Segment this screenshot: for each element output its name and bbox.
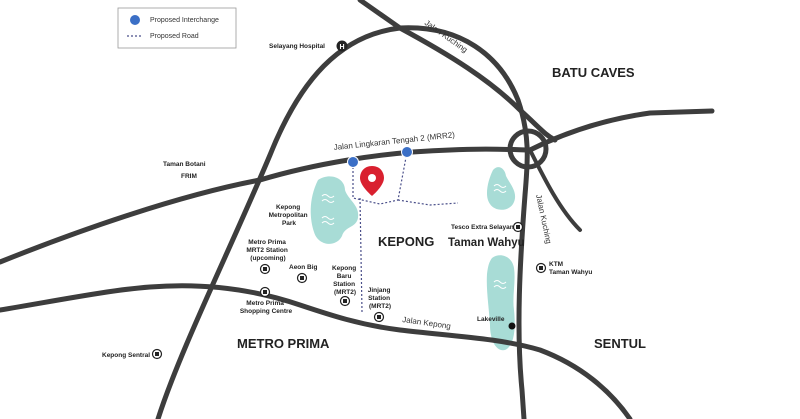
shopping-icon bbox=[512, 221, 524, 233]
train-station-icon bbox=[151, 348, 163, 360]
svg-text:H: H bbox=[339, 44, 344, 51]
kepong-park-label: Kepong Metropolitan Park bbox=[269, 204, 310, 227]
area-batu-caves: BATU CAVES bbox=[552, 65, 635, 80]
legend-interchange-label: Proposed Interchange bbox=[150, 17, 219, 24]
area-taman-botani: Taman Botani bbox=[163, 161, 206, 168]
train-station-icon bbox=[535, 262, 547, 274]
lakeville-lake bbox=[486, 255, 515, 351]
lakes bbox=[310, 167, 516, 351]
area-metro-prima: METRO PRIMA bbox=[237, 336, 330, 351]
legend-box bbox=[117, 7, 237, 49]
train-station-icon bbox=[373, 311, 385, 323]
kepong-park-lake bbox=[310, 176, 359, 244]
proposed-road-south bbox=[359, 197, 363, 313]
outer-ring-road bbox=[155, 25, 530, 419]
area-taman-wahyu: Taman Wahyu bbox=[448, 237, 525, 249]
shopping-icon bbox=[296, 272, 308, 284]
shopping-icon bbox=[259, 286, 271, 298]
selayang-lake bbox=[486, 167, 516, 210]
train-station-icon bbox=[339, 295, 351, 307]
proposed-road-main bbox=[352, 151, 408, 205]
legend-road-label: Proposed Road bbox=[150, 33, 199, 40]
train-station-icon bbox=[259, 263, 271, 275]
roads bbox=[0, 0, 715, 419]
proposed-road-east bbox=[397, 199, 459, 206]
tesco-label: Tesco Extra Selayang bbox=[451, 224, 518, 231]
metro-prima-sc-label: Metro Prima Shopping Centre bbox=[240, 300, 293, 315]
interchange-east bbox=[401, 146, 413, 158]
area-kepong: KEPONG bbox=[378, 234, 434, 249]
lower-road bbox=[0, 283, 633, 419]
kepong-baru-label: Kepong Baru Station (MRT2) bbox=[332, 265, 358, 296]
legend: Proposed Interchange Proposed Road bbox=[117, 7, 237, 49]
location-pin-icon bbox=[360, 166, 384, 196]
jalan-kuching-diagonal bbox=[357, 0, 558, 143]
lakeville-dot bbox=[508, 322, 516, 330]
sentul-road bbox=[528, 148, 582, 232]
jinjang-label: Jinjang Station (MRT2) bbox=[368, 287, 393, 310]
area-frim: FRIM bbox=[181, 173, 197, 180]
road-label-jalan-kuching-side: Jalan Kuching bbox=[534, 194, 553, 245]
legend-interchange-icon bbox=[130, 15, 140, 25]
interchange-west bbox=[347, 156, 359, 168]
proposed-roads bbox=[352, 151, 459, 313]
selayang-hospital-label: Selayang Hospital bbox=[269, 43, 325, 50]
ktm-label: KTM Taman Wahyu bbox=[549, 261, 592, 276]
kepong-sentral-label: Kepong Sentral bbox=[102, 352, 150, 359]
metro-prima-mrt2-label: Metro Prima MRT2 Station (upcoming) bbox=[246, 239, 289, 262]
hospital-h-icon: H bbox=[336, 40, 348, 52]
roundabout bbox=[507, 128, 549, 170]
area-sentul: SENTUL bbox=[594, 336, 646, 351]
mrr2-road bbox=[0, 108, 715, 265]
area-lakeville: Lakeville bbox=[477, 316, 505, 323]
road-label-jalan-kepong: Jalan Kepong bbox=[402, 315, 452, 331]
aeon-label: Aeon Big bbox=[289, 264, 318, 271]
